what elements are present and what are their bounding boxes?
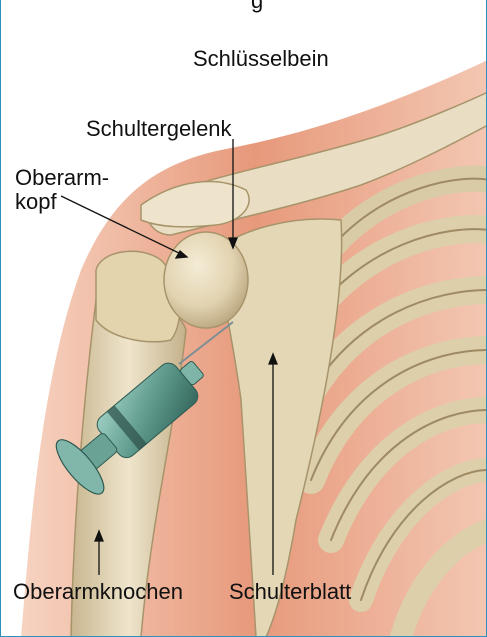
humeral-head-shape <box>164 232 248 328</box>
label-kopf: kopf <box>15 190 57 214</box>
label-schultergelenk: Schultergelenk <box>86 117 232 141</box>
label-schulterblatt: Schulterblatt <box>229 580 351 604</box>
label-oberarm: Oberarm- <box>15 166 109 190</box>
label-schluesselbein: Schlüsselbein <box>193 47 329 71</box>
label-oberarmknochen: Oberarmknochen <box>13 580 183 604</box>
cropped-top-glyph: g <box>251 0 263 14</box>
